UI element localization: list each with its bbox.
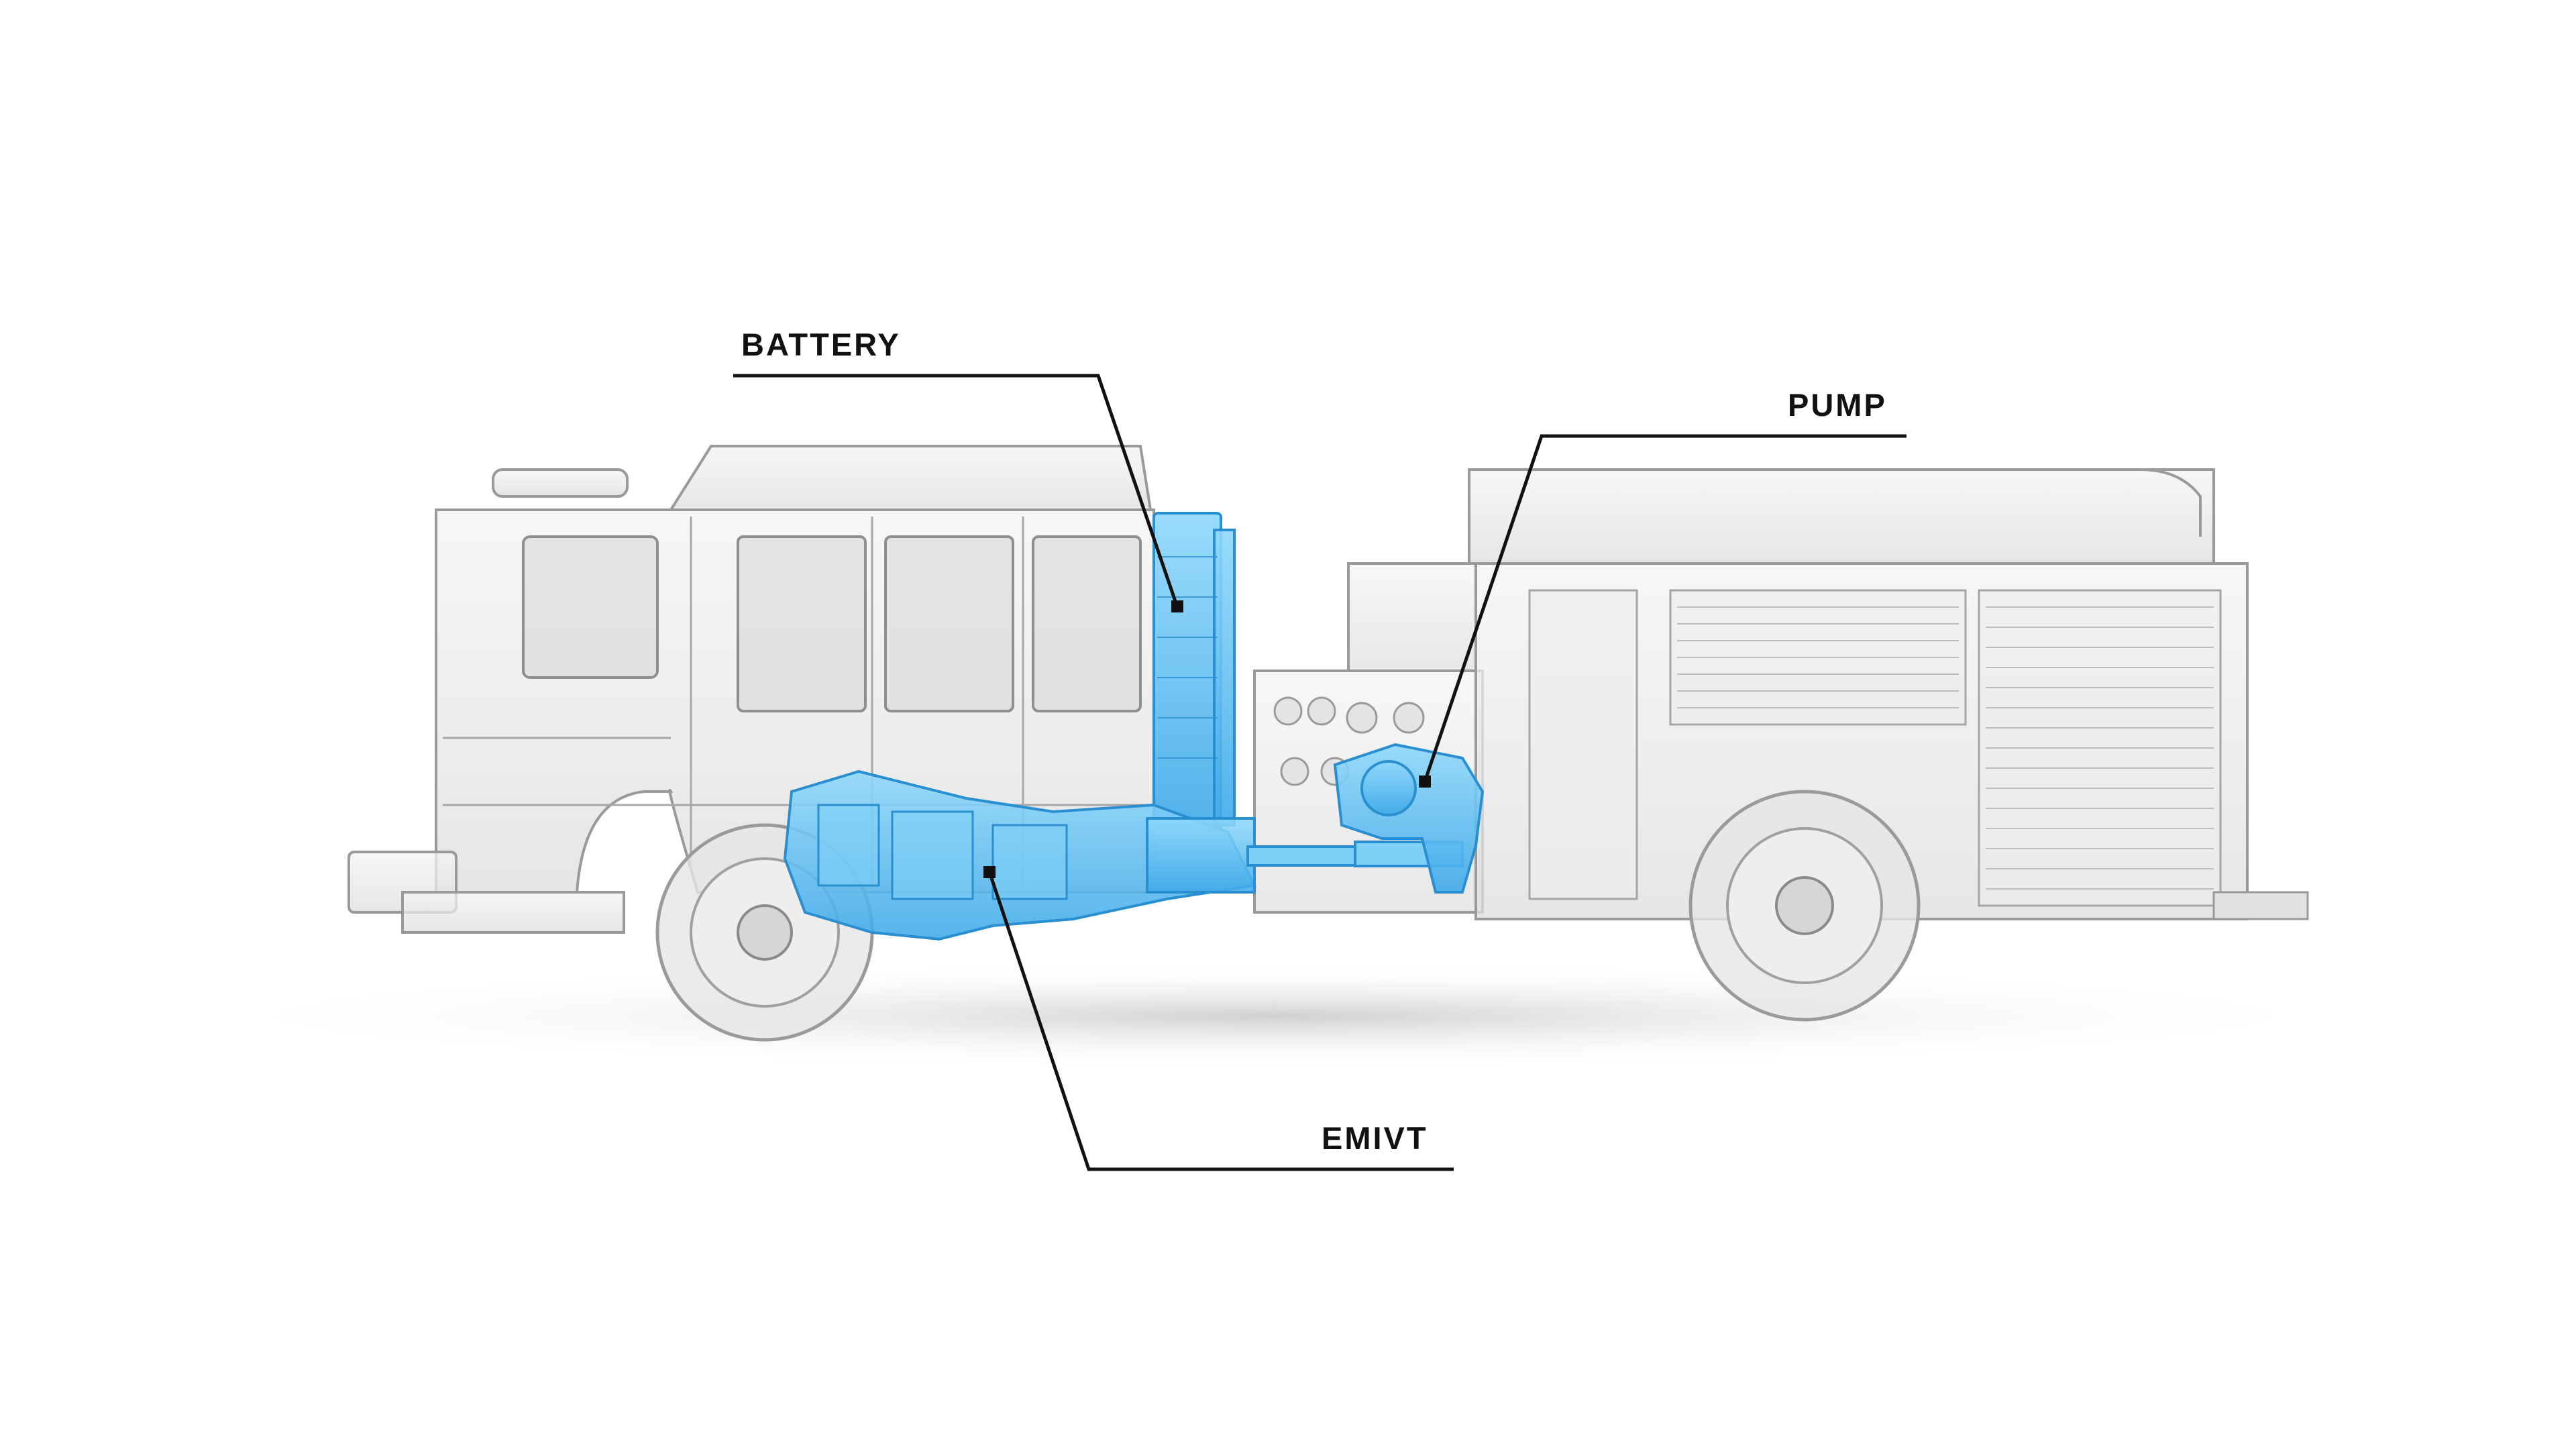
battery-stack: [1152, 512, 1236, 830]
battery-callout-line: [733, 374, 1179, 608]
emivt-label: EMIVT: [1322, 1120, 1428, 1156]
emivt-marker: [983, 866, 996, 878]
pump-marker: [1419, 775, 1431, 788]
pump-callout-line: [1423, 434, 1907, 782]
pump-label: PUMP: [1788, 387, 1887, 423]
callout-lines: [733, 374, 1907, 1171]
ground-shadow: [188, 963, 2361, 1070]
battery-marker: [1171, 600, 1183, 612]
callout-markers: [983, 600, 1431, 878]
pump-unit: [1333, 743, 1485, 894]
cab-windows: [522, 535, 1142, 712]
pump-panel-gauges: [1273, 696, 1425, 786]
emivt-callout-line: [987, 871, 1454, 1171]
battery-cells: [1157, 556, 1218, 759]
rear-wheel: [1688, 790, 1921, 1022]
emivt-detail: [817, 804, 1068, 900]
rear-step: [2212, 891, 2309, 920]
battery-label: BATTERY: [741, 327, 901, 362]
compartment-louvres: [1677, 606, 2214, 890]
